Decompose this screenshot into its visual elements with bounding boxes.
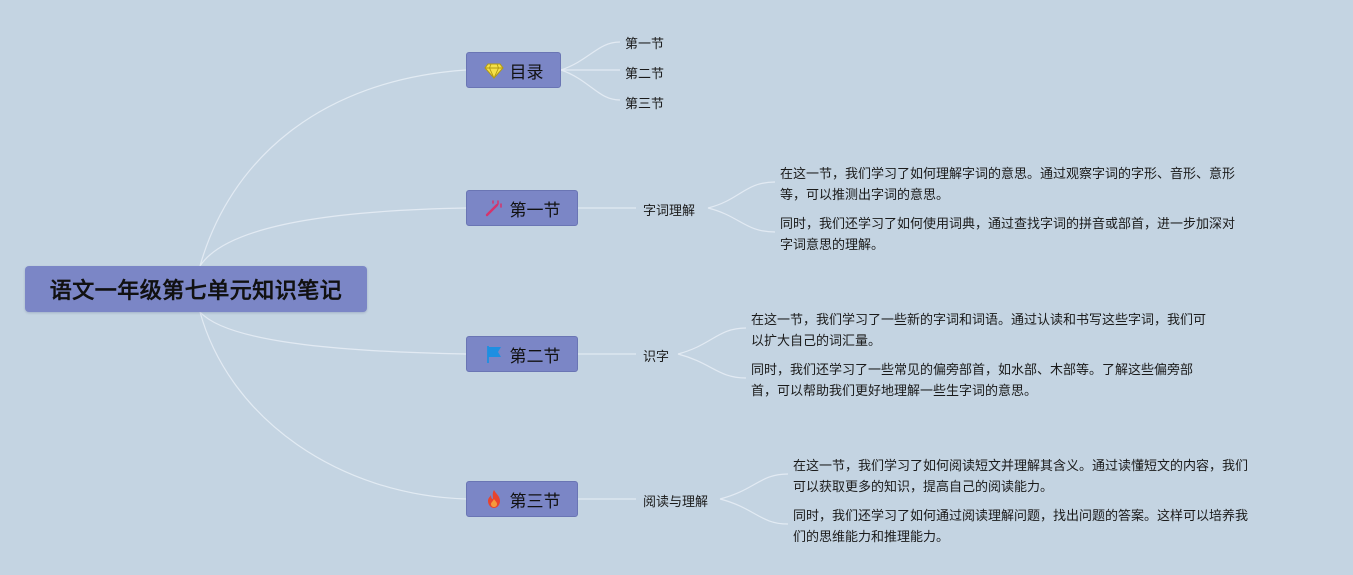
connector-root-section3 — [199, 311, 467, 500]
section1-note-1: 在这一节，我们学习了如何理解字词的意思。通过观察字词的字形、音形、意形 等，可以… — [780, 167, 1236, 203]
branch-catalog[interactable]: 目录 — [466, 52, 561, 88]
branch-section1-label: 第一节 — [509, 200, 561, 221]
magic-wand-icon — [485, 200, 502, 217]
branch-section1[interactable]: 第一节 — [466, 190, 578, 226]
connector-section1-note2 — [707, 207, 776, 233]
catalog-item-2[interactable]: 第二节 — [625, 67, 665, 82]
root-title: 语文一年级第七单元知识笔记 — [49, 279, 343, 304]
connector-catalog-1 — [560, 41, 621, 71]
branch-catalog-label: 目录 — [509, 62, 544, 83]
branch-section3-label: 第三节 — [509, 491, 561, 512]
fire-icon — [487, 490, 500, 508]
branch-section3[interactable]: 第三节 — [466, 481, 578, 517]
section2-topic[interactable]: 识字 — [643, 350, 670, 365]
connector-section3-note2 — [719, 498, 789, 525]
diamond-icon — [483, 63, 504, 80]
connector-section2-note2 — [677, 353, 747, 379]
root-node[interactable]: 语文一年级第七单元知识笔记 — [25, 266, 367, 312]
connector-catalog-3 — [560, 69, 621, 101]
branch-section2-label: 第二节 — [509, 346, 561, 367]
section1-note-2: 同时，我们还学习了如何使用词典，通过查找字词的拼音或部首，进一步加深对 字词意思… — [780, 217, 1236, 253]
section3-note-1: 在这一节，我们学习了如何阅读短文并理解其含义。通过读懂短文的内容，我们 可以获取… — [793, 459, 1249, 495]
section3-topic[interactable]: 阅读与理解 — [643, 495, 709, 510]
connector-root-section2 — [199, 311, 467, 355]
catalog-item-1[interactable]: 第一节 — [625, 37, 665, 52]
connector-section3-note1 — [719, 473, 789, 500]
branch-section2[interactable]: 第二节 — [466, 336, 578, 372]
connector-section1-note1 — [707, 181, 776, 209]
flag-icon — [486, 346, 501, 363]
section3-note-2: 同时，我们还学习了如何通过阅读理解问题，找出问题的答案。这样可以培养我 们的思维… — [793, 509, 1249, 545]
connector-section2-note1 — [677, 327, 747, 355]
connector-root-section1 — [199, 207, 467, 267]
section2-note-2: 同时，我们还学习了一些常见的偏旁部首，如水部、木部等。了解这些偏旁部 首，可以帮… — [751, 363, 1194, 399]
catalog-item-3[interactable]: 第三节 — [625, 97, 665, 112]
connector-root-catalog — [199, 69, 467, 267]
section2-note-1: 在这一节，我们学习了一些新的字词和词语。通过认读和书写这些字词，我们可 以扩大自… — [751, 313, 1207, 349]
section1-topic[interactable]: 字词理解 — [643, 204, 696, 219]
